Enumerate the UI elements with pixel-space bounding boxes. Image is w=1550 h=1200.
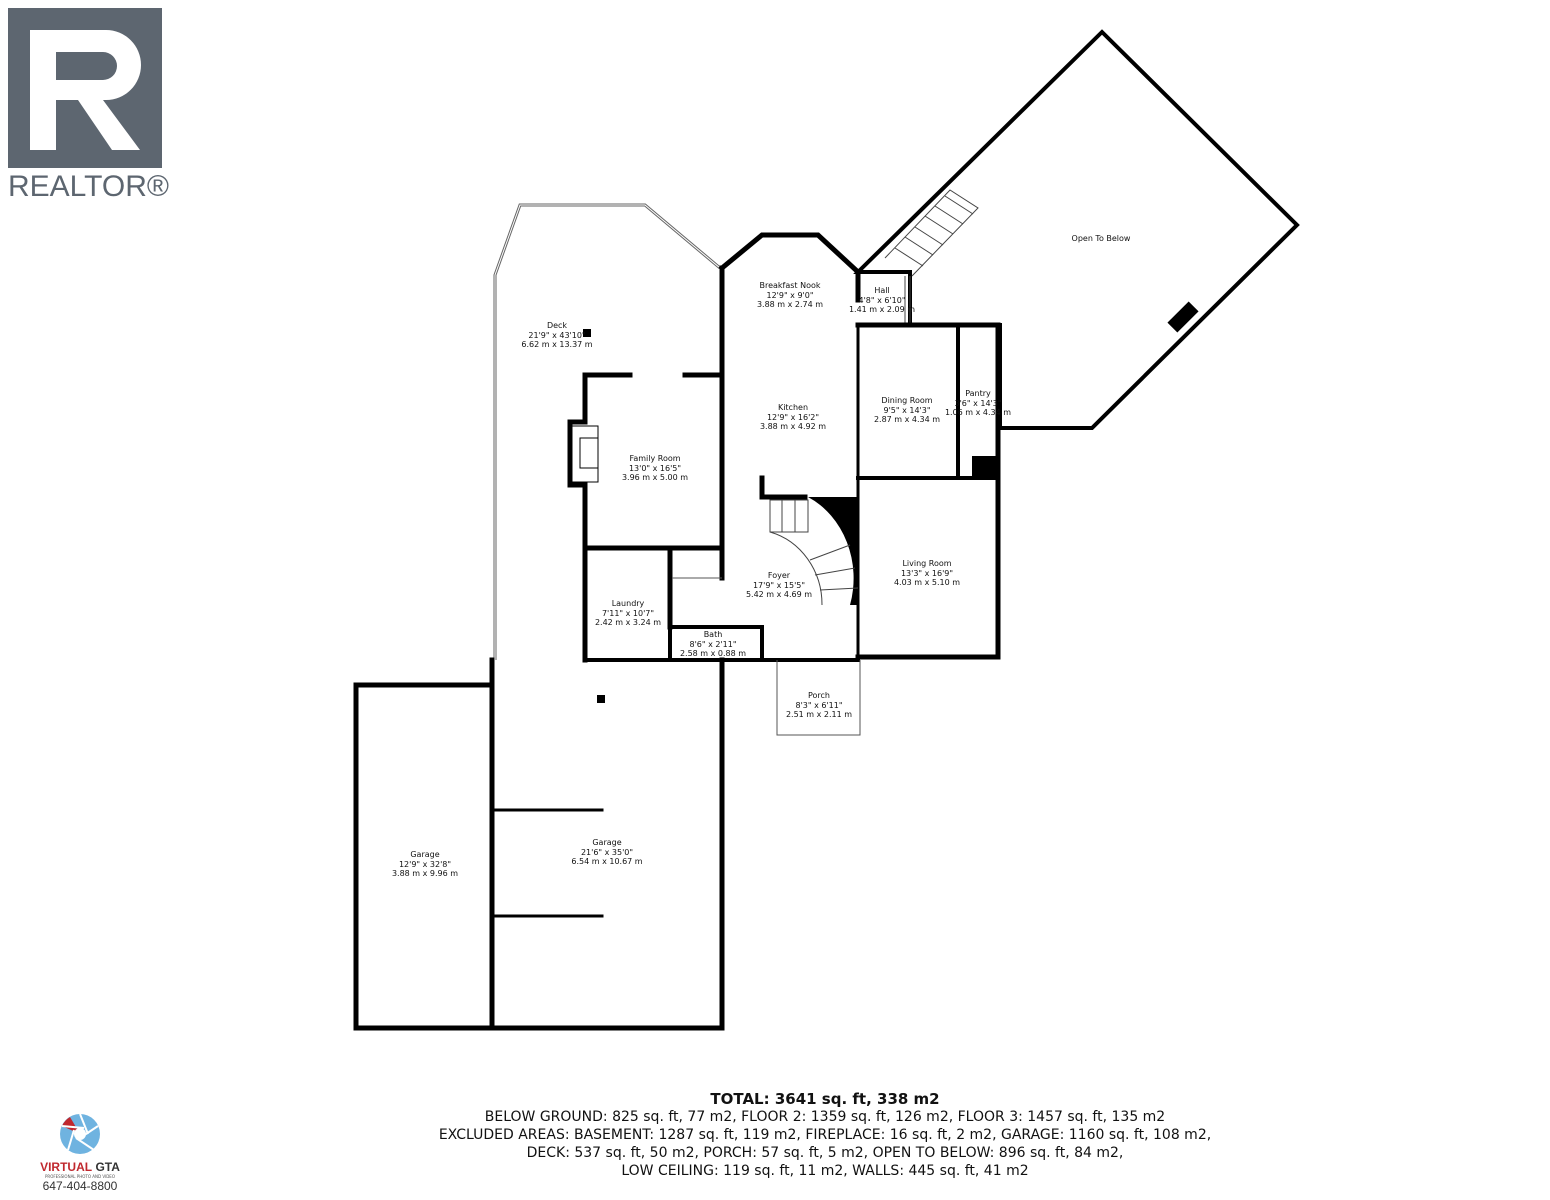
- room-labels: Open To Below Breakfast Nook 12'9" x 9'0…: [392, 234, 1131, 878]
- room-dim: 6.54 m x 10.67 m: [571, 857, 642, 866]
- vgta-phone: 647-404-8800: [42, 1179, 118, 1193]
- room-label: Porch: [808, 691, 830, 700]
- room-label: Open To Below: [1072, 234, 1131, 243]
- room-label: Bath: [704, 630, 723, 639]
- room-label: Foyer: [768, 571, 791, 580]
- room-label: Pantry: [965, 389, 991, 398]
- deck-outline: [493, 203, 721, 660]
- area-summary: TOTAL: 3641 sq. ft, 338 m2 BELOW GROUND:…: [300, 1090, 1350, 1180]
- room-label: Garage: [592, 838, 621, 847]
- room-label: Breakfast Nook: [759, 281, 820, 290]
- room-label: Hall: [874, 286, 889, 295]
- room-label: Laundry: [612, 599, 645, 608]
- room-dim: 21'6" x 35'0": [581, 848, 633, 857]
- nook-bay-wall: [718, 232, 862, 276]
- foyer-stair-wall: [759, 475, 808, 500]
- porch-outline: [776, 660, 861, 736]
- vgta-name-1: VIRTUAL: [40, 1160, 93, 1174]
- family-room-walls: [567, 372, 633, 663]
- open-chimney: [1167, 301, 1199, 333]
- room-label: Family Room: [629, 454, 680, 463]
- summary-line: EXCLUDED AREAS: BASEMENT: 1287 sq. ft, 1…: [438, 1127, 1212, 1143]
- room-dim: 3.88 m x 2.74 m: [757, 300, 823, 309]
- summary-line: DECK: 537 sq. ft, 50 m2, PORCH: 57 sq. f…: [526, 1145, 1124, 1161]
- room-dim: 3.96 m x 5.00 m: [622, 473, 688, 482]
- room-dim: 12'9" x 9'0": [766, 291, 813, 300]
- room-dim: 2.58 m x 0.88 m: [680, 649, 746, 658]
- room-dim: 4'8" x 6'10": [858, 296, 905, 305]
- room-label: Dining Room: [881, 396, 932, 405]
- room-dim: 17'9" x 15'5": [753, 581, 805, 590]
- room-dim: 6.62 m x 13.37 m: [521, 340, 592, 349]
- room-dim: 1.41 m x 2.09 m: [849, 305, 915, 314]
- stair-void: [808, 497, 858, 605]
- garage-side-walls: [353, 682, 495, 1031]
- total-area: TOTAL: 3641 sq. ft, 338 m2: [710, 1090, 940, 1108]
- garage-main-walls: [489, 657, 725, 1031]
- vgta-tagline: PROFESSIONAL PHOTO AND VIDEO: [45, 1174, 115, 1179]
- room-dim: 3.88 m x 9.96 m: [392, 869, 458, 878]
- room-dim: 3.88 m x 4.92 m: [760, 422, 826, 431]
- room-dim: 3'6" x 14'3": [954, 399, 1001, 408]
- summary-line: LOW CEILING: 119 sq. ft, 11 m2, WALLS: 4…: [621, 1163, 1029, 1179]
- room-label: Deck: [547, 321, 567, 330]
- room-label: Kitchen: [778, 403, 808, 412]
- room-dim: 21'9" x 43'10": [528, 331, 585, 340]
- room-dim: 12'9" x 16'2": [767, 413, 819, 422]
- realtor-wordmark: REALTOR®: [8, 170, 170, 203]
- room-dim: 12'9" x 32'8": [399, 860, 451, 869]
- open-to-below-outline: [853, 29, 1300, 430]
- room-label: Garage: [410, 850, 439, 859]
- foyer-stairs: [769, 499, 859, 606]
- aperture-icon: [60, 1113, 100, 1154]
- room-dim: 1.06 m x 4.34 m: [945, 408, 1011, 417]
- room-dim: 8'3" x 6'11": [795, 701, 842, 710]
- room-dim: 5.42 m x 4.69 m: [746, 590, 812, 599]
- realtor-logo: REALTOR®: [8, 8, 170, 204]
- realtor-r-mark: [8, 8, 162, 168]
- deck-post: [583, 329, 591, 337]
- room-dim: 13'3" x 16'9": [901, 569, 953, 578]
- dining-pantry-walls: [855, 322, 1001, 660]
- room-dim: 4.03 m x 5.10 m: [894, 578, 960, 587]
- room-dim: 13'0" x 16'5": [629, 464, 681, 473]
- vgta-name: VIRTUAL GTA: [20, 1160, 140, 1174]
- summary-line: BELOW GROUND: 825 sq. ft, 77 m2, FLOOR 2…: [484, 1109, 1166, 1125]
- pantry-chimney: [972, 456, 998, 478]
- virtual-gta-logo: VIRTUAL GTA PROFESSIONAL PHOTO AND VIDEO…: [20, 1112, 140, 1193]
- room-dim: 8'6" x 2'11": [689, 640, 736, 649]
- room-dim: 2.42 m x 3.24 m: [595, 618, 661, 627]
- room-label: Living Room: [902, 559, 951, 568]
- hall-stairs: [884, 189, 979, 325]
- vgta-name-2: GTA: [95, 1160, 120, 1174]
- room-dim: 9'5" x 14'3": [883, 406, 930, 415]
- room-dim: 7'11" x 10'7": [602, 609, 654, 618]
- room-dim: 2.87 m x 4.34 m: [874, 415, 940, 424]
- room-dim: 2.51 m x 2.11 m: [786, 710, 852, 719]
